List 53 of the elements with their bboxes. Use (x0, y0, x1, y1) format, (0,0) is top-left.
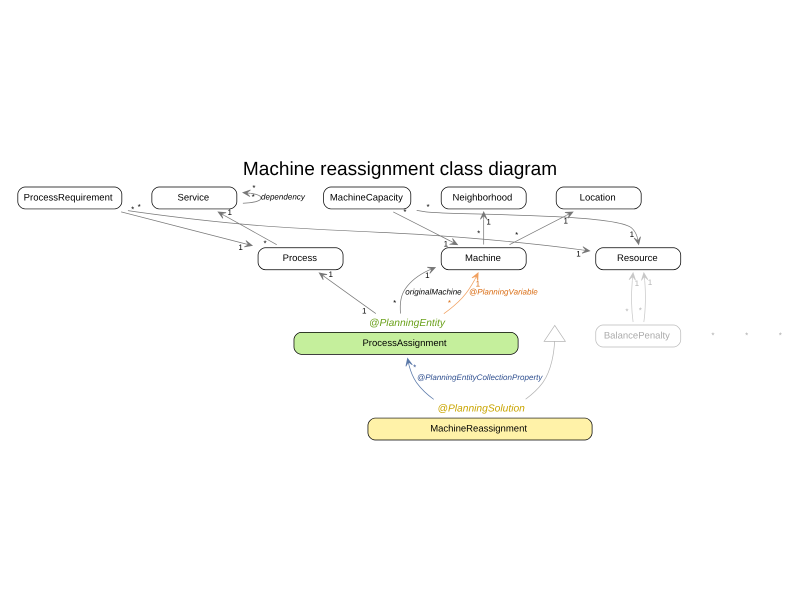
label: * (625, 306, 628, 316)
arrow (242, 189, 262, 204)
node-label: @PlanningSolution (438, 403, 525, 414)
label: * (778, 330, 782, 340)
arrow (641, 272, 648, 322)
label: * (393, 298, 396, 307)
label: 1 (362, 306, 367, 315)
label: 1 (476, 279, 480, 288)
label: 1 (486, 217, 491, 226)
label: * (426, 202, 430, 211)
arrow (443, 272, 479, 314)
label: * (413, 362, 416, 372)
label: * (745, 330, 748, 340)
arrow (509, 211, 574, 245)
arrow (406, 358, 434, 400)
label: * (638, 305, 642, 314)
edge-label: @PlanningEntityCollectionProperty (417, 372, 542, 382)
arrow (400, 266, 436, 314)
arrow (128, 210, 590, 254)
label: * (252, 183, 256, 192)
label: * (252, 192, 255, 202)
label: 1 (238, 242, 243, 252)
node-picture (543, 324, 566, 342)
label: 1 (648, 277, 652, 286)
arrow (416, 209, 641, 244)
label: * (131, 204, 134, 214)
label: * (448, 298, 452, 307)
arrow (120, 211, 253, 247)
label: 1 (228, 207, 232, 216)
label: 1 (328, 270, 333, 279)
arrow (480, 211, 488, 244)
label: 1 (634, 278, 640, 288)
edge-label: dependency (261, 192, 305, 201)
diagram-title: Machine reassignment class diagram (242, 158, 558, 180)
label: 1 (425, 270, 430, 280)
label: * (403, 206, 407, 216)
edge-label: @PlanningVariable (469, 286, 538, 296)
label: 1 (444, 238, 448, 248)
label: * (263, 238, 267, 248)
arrow (318, 272, 376, 314)
arrow (392, 211, 458, 245)
node-label: @PlanningEntity (369, 317, 445, 328)
label: * (138, 202, 141, 211)
connector (525, 340, 555, 400)
label: 1 (576, 248, 581, 258)
label: * (477, 228, 480, 238)
arrow (628, 272, 636, 322)
label: * (711, 330, 715, 340)
label: 1 (564, 216, 568, 225)
edge-label: originalMachine (405, 286, 462, 296)
arrow (218, 211, 278, 245)
label: 1 (630, 230, 634, 239)
label: * (515, 230, 518, 239)
